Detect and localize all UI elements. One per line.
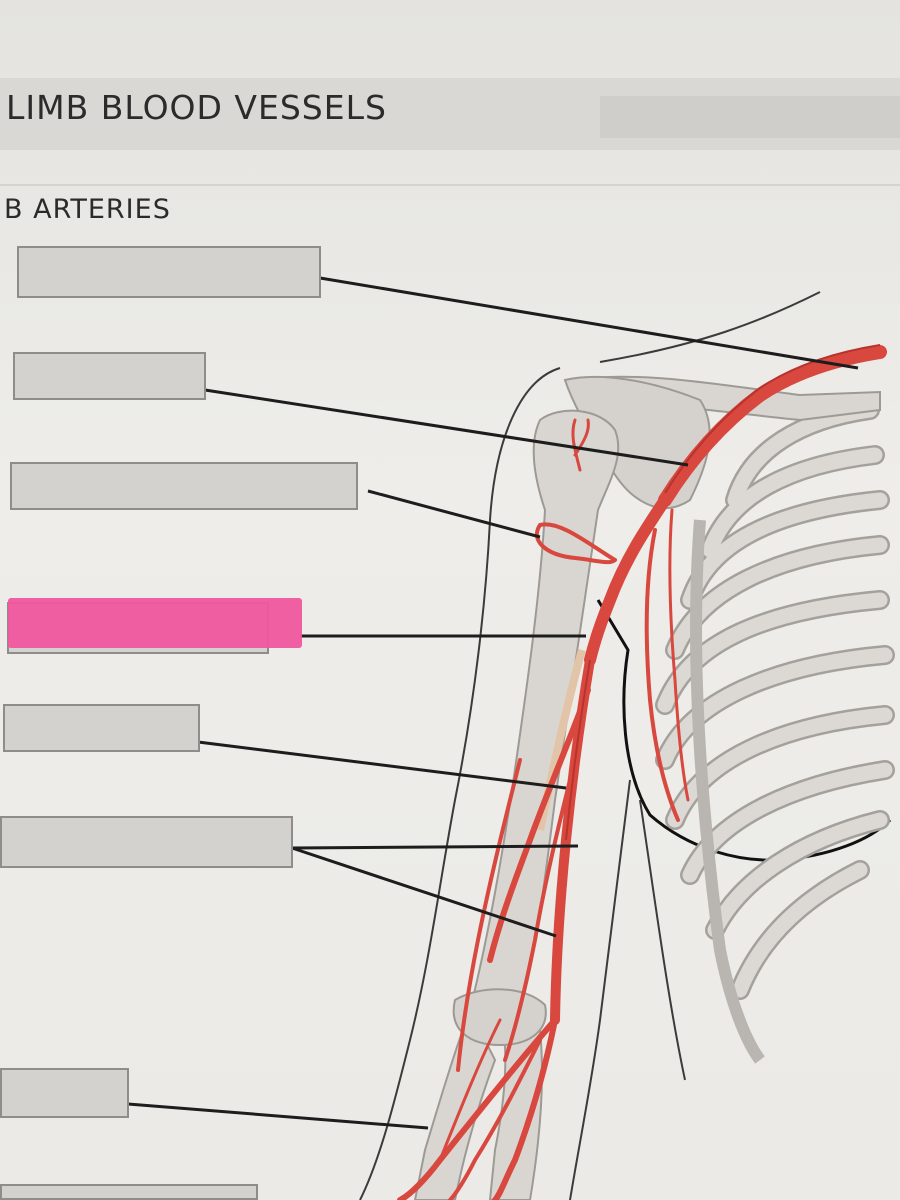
leader-line-1 bbox=[319, 276, 859, 370]
radial-artery bbox=[397, 1017, 558, 1200]
label-box-7[interactable] bbox=[0, 1068, 129, 1118]
artery-shading bbox=[565, 344, 881, 841]
costal-cartilage bbox=[690, 519, 765, 1064]
ulnar-artery bbox=[492, 1017, 558, 1200]
leader-line-6b bbox=[291, 846, 557, 938]
label-box-2[interactable] bbox=[13, 352, 206, 400]
arm-inner-outline bbox=[569, 779, 631, 1200]
header-divider bbox=[0, 184, 900, 186]
highlighter-mark bbox=[8, 598, 302, 648]
axillary-artery bbox=[584, 494, 671, 666]
shoulder-arm-outer-outline bbox=[359, 367, 561, 1200]
leader-line-5 bbox=[197, 740, 567, 790]
label-box-1[interactable] bbox=[17, 246, 321, 298]
label-box-5[interactable] bbox=[3, 704, 200, 752]
leader-line-2 bbox=[204, 388, 689, 467]
body-outline bbox=[359, 291, 821, 1200]
deep-brachial-artery bbox=[487, 687, 591, 963]
recurrent-artery bbox=[438, 1018, 502, 1162]
label-box-3[interactable] bbox=[10, 462, 358, 510]
collateral-artery bbox=[456, 758, 522, 1072]
thoraco-acromial-branch bbox=[571, 418, 590, 472]
leader-line-3 bbox=[367, 489, 541, 539]
subclavian-artery bbox=[658, 345, 887, 507]
thoracic-branch bbox=[668, 508, 690, 802]
header-band-shade bbox=[600, 96, 900, 138]
interosseous-artery bbox=[448, 1038, 542, 1200]
label-box-6[interactable] bbox=[0, 816, 293, 868]
collateral-artery bbox=[503, 758, 577, 1062]
neck-outline bbox=[599, 291, 821, 363]
leader-line-7 bbox=[127, 1102, 429, 1130]
leader-line-6a bbox=[291, 844, 579, 850]
leader-lines bbox=[127, 276, 859, 1130]
circumflex-humeral-arteries bbox=[534, 522, 617, 565]
subsection-title: B ARTERIES bbox=[4, 194, 171, 225]
label-box-8[interactable] bbox=[0, 1184, 258, 1200]
forearm-outline bbox=[639, 799, 686, 1081]
section-title: LIMB BLOOD VESSELS bbox=[6, 88, 387, 127]
radius bbox=[413, 1007, 497, 1200]
lateral-thoracic-artery bbox=[644, 528, 680, 822]
